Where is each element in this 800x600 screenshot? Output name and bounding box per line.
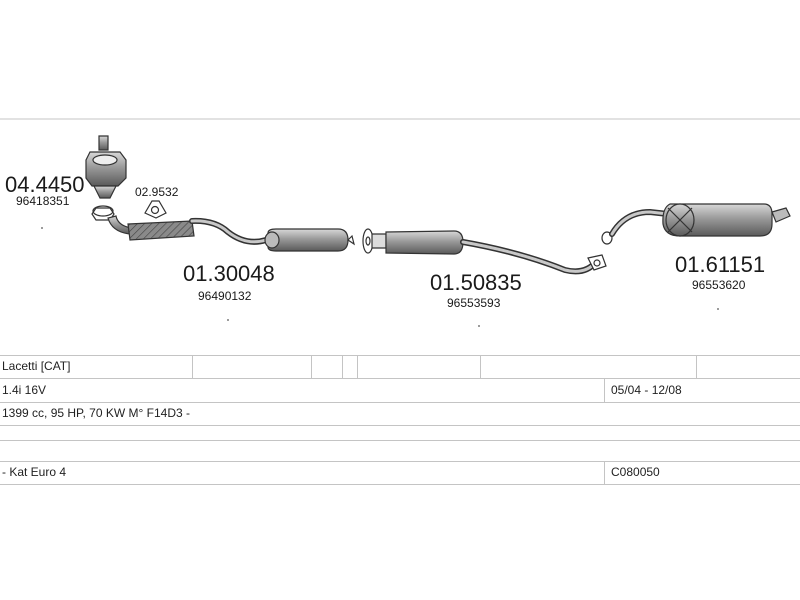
table-line [0, 355, 800, 356]
part-code-center-pipe: 01.50835 [430, 270, 522, 295]
vehicle-model: Lacetti [CAT] [2, 359, 71, 373]
part-ref-rear-silencer: 96553620 [692, 278, 746, 292]
vehicle-period: 05/04 - 12/08 [611, 383, 682, 397]
emission-class: - Kat Euro 4 [2, 465, 67, 479]
exhaust-parts-drawing: 04.4450 96418351 02.9532 01.30048 964901… [0, 118, 800, 327]
system-code: C080050 [611, 465, 660, 479]
marker-dot [478, 325, 480, 327]
table-line [0, 402, 800, 403]
table-divider [357, 355, 358, 378]
vehicle-engine: 1.4i 16V [2, 383, 47, 397]
part-code-front-pipe: 01.30048 [183, 261, 275, 286]
table-divider [604, 378, 605, 402]
table-line [0, 484, 800, 485]
table-line [0, 425, 800, 426]
marker-dot [717, 308, 719, 310]
table-divider [311, 355, 312, 378]
table-line [0, 378, 800, 379]
part-code-rear-silencer: 01.61151 [675, 252, 765, 277]
catalytic-converter-part [85, 135, 133, 235]
part-code-catalytic: 04.4450 [5, 172, 85, 197]
table-line [0, 461, 800, 462]
part-code-gasket: 02.9532 [135, 185, 179, 199]
table-divider [696, 355, 697, 378]
table-line [0, 440, 800, 441]
marker-dot [227, 319, 229, 321]
vehicle-specs: 1399 cc, 95 HP, 70 KW M° F14D3 - [2, 406, 190, 420]
table-divider [192, 355, 193, 378]
rear-silencer-part [601, 203, 791, 245]
front-pipe-part [127, 217, 355, 252]
part-ref-center-pipe: 96553593 [447, 296, 501, 310]
table-divider [342, 355, 343, 378]
part-ref-front-pipe: 96490132 [198, 289, 252, 303]
table-divider [604, 461, 605, 484]
center-pipe-part [362, 228, 607, 275]
part-ref-catalytic: 96418351 [16, 194, 70, 208]
gasket-part [144, 200, 167, 219]
table-divider [480, 355, 481, 378]
marker-dot [41, 227, 43, 229]
